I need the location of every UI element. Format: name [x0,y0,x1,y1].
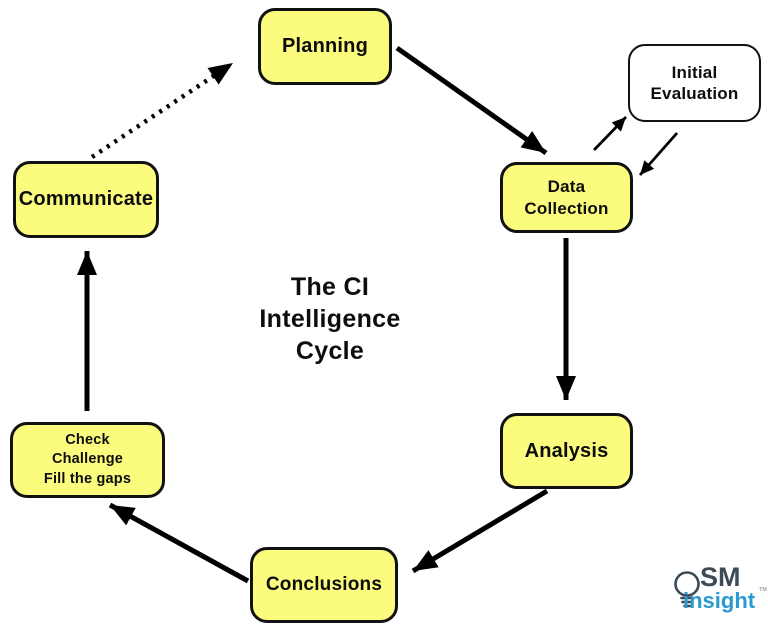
arrow-analysis-to-conclusions [411,488,549,574]
arrow-communicate-to-planning-dotted [90,61,235,159]
node-conclusions: Conclusions [250,547,398,623]
node-analysis: Analysis [500,413,633,489]
arrow-initial-evaluation-to-data-collection [638,132,679,176]
arrow-data-collection-to-initial-evaluation [592,116,628,151]
diagram-title: The CI Intelligence Cycle [259,273,401,365]
node-planning: Planning [258,8,392,85]
node-initial-evaluation: Initial Evaluation [628,44,761,122]
sm-insight-logo: SM insight TM [674,562,767,613]
arrow-conclusions-to-check [108,502,250,584]
node-communicate: Communicate [13,161,159,238]
logo-sm-text: SM [700,562,741,592]
lightbulb-icon [674,571,700,608]
logo-tm-text: TM [759,587,767,593]
node-check-challenge-fill-the-gaps: Check Challenge Fill the gaps [10,422,165,498]
logo-insight-text: insight [683,588,756,613]
arrow-planning-to-data-collection [395,45,548,156]
node-data-collection: Data Collection [500,162,633,233]
